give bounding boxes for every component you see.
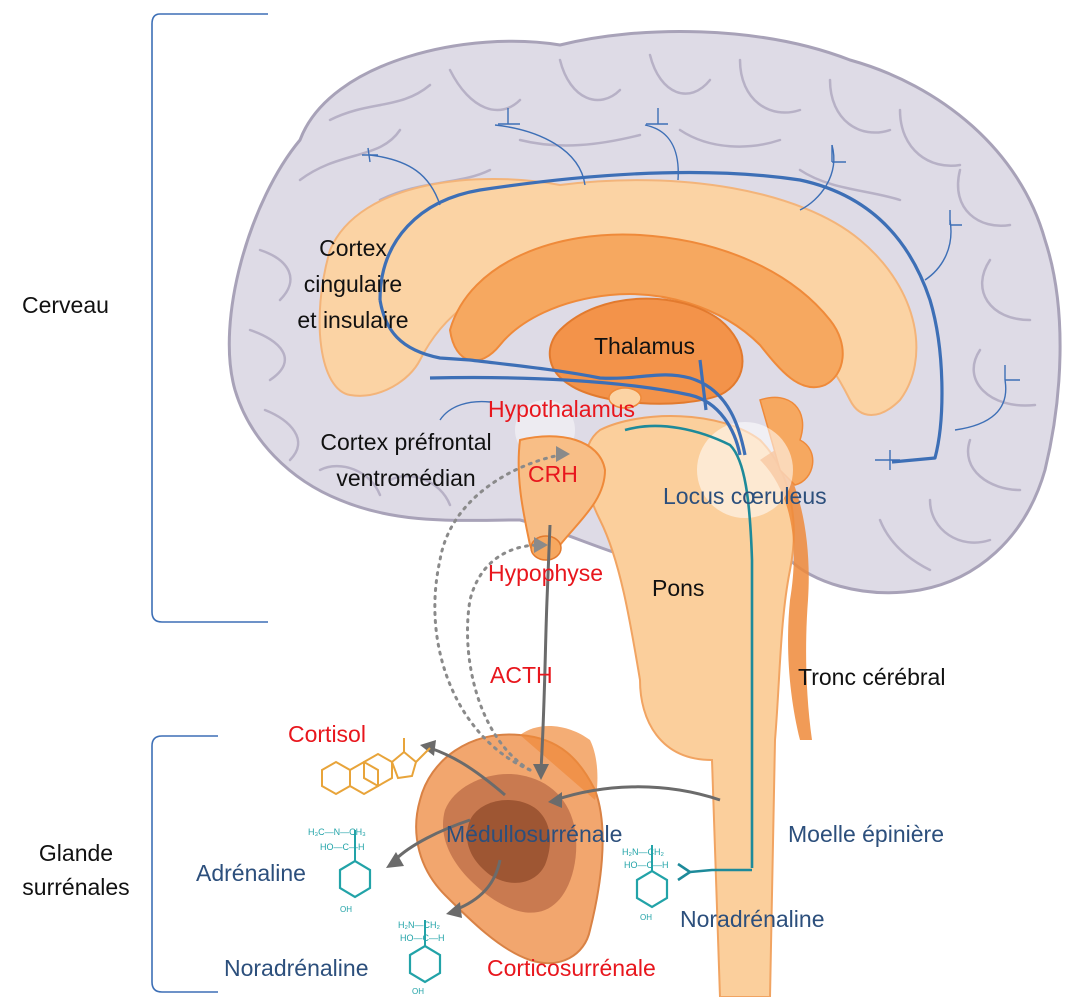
adrenaline-oh: OH bbox=[340, 905, 352, 914]
noradrenaline-molecule-left: H₂N—CH₂ HO—C—H OH bbox=[398, 920, 445, 996]
noradrenaline-left-oh: OH bbox=[412, 987, 424, 996]
noradrenaline-right-hydroxyl: HO—C—H bbox=[624, 860, 669, 870]
label-glande: Glande surrénales bbox=[16, 836, 136, 904]
label-pons: Pons bbox=[652, 575, 704, 602]
noradrenaline-left-amine: H₂N—CH₂ bbox=[398, 920, 440, 930]
label-crh: CRH bbox=[528, 461, 578, 488]
label-noradrenaline-left: Noradrénaline bbox=[224, 955, 368, 982]
noradrenaline-left-hydroxyl: HO—C—H bbox=[400, 933, 445, 943]
noradrenaline-molecule-right: H₂N—CH₂ HO—C—H OH bbox=[622, 845, 669, 922]
adrenaline-molecule: H₃C—N—CH₃ HO—C—H OH bbox=[308, 827, 370, 914]
noradrenaline-right-amine: H₂N—CH₂ bbox=[622, 847, 664, 857]
label-glande-line1: Glande bbox=[16, 836, 136, 870]
label-cerveau: Cerveau bbox=[22, 292, 109, 319]
adrenaline-amine: H₃C—N—CH₃ bbox=[308, 827, 366, 837]
adrenaline-hydroxyl: HO—C—H bbox=[320, 842, 365, 852]
label-cortex-pf-line1: Cortex préfrontal bbox=[290, 424, 522, 460]
label-cortex-prefrontal: Cortex préfrontal ventromédian bbox=[290, 424, 522, 496]
label-cortex-cing-line3: et insulaire bbox=[268, 302, 438, 338]
label-adrenaline: Adrénaline bbox=[196, 860, 306, 887]
label-hypothalamus: Hypothalamus bbox=[488, 396, 635, 423]
label-cortex-cing-line1: Cortex bbox=[268, 230, 438, 266]
label-cortex-cing-line2: cingulaire bbox=[268, 266, 438, 302]
label-corticosurrenale: Corticosurrénale bbox=[487, 955, 656, 982]
label-hypophyse: Hypophyse bbox=[488, 560, 603, 587]
label-acth: ACTH bbox=[490, 662, 553, 689]
label-glande-line2: surrénales bbox=[16, 870, 136, 904]
label-locus-coeruleus: Locus cœruleus bbox=[663, 483, 827, 510]
label-cortex-cingulaire: Cortex cingulaire et insulaire bbox=[268, 230, 438, 338]
label-cortex-pf-line2: ventromédian bbox=[290, 460, 522, 496]
label-cortisol: Cortisol bbox=[288, 721, 366, 748]
label-noradrenaline-right: Noradrénaline bbox=[680, 906, 824, 933]
label-tronc-cerebral: Tronc cérébral bbox=[798, 664, 945, 691]
noradrenaline-right-oh: OH bbox=[640, 913, 652, 922]
label-moelle-epiniere: Moelle épinière bbox=[788, 821, 944, 848]
label-medullosurrenale: Médullosurrénale bbox=[446, 821, 622, 848]
label-thalamus: Thalamus bbox=[594, 333, 695, 360]
